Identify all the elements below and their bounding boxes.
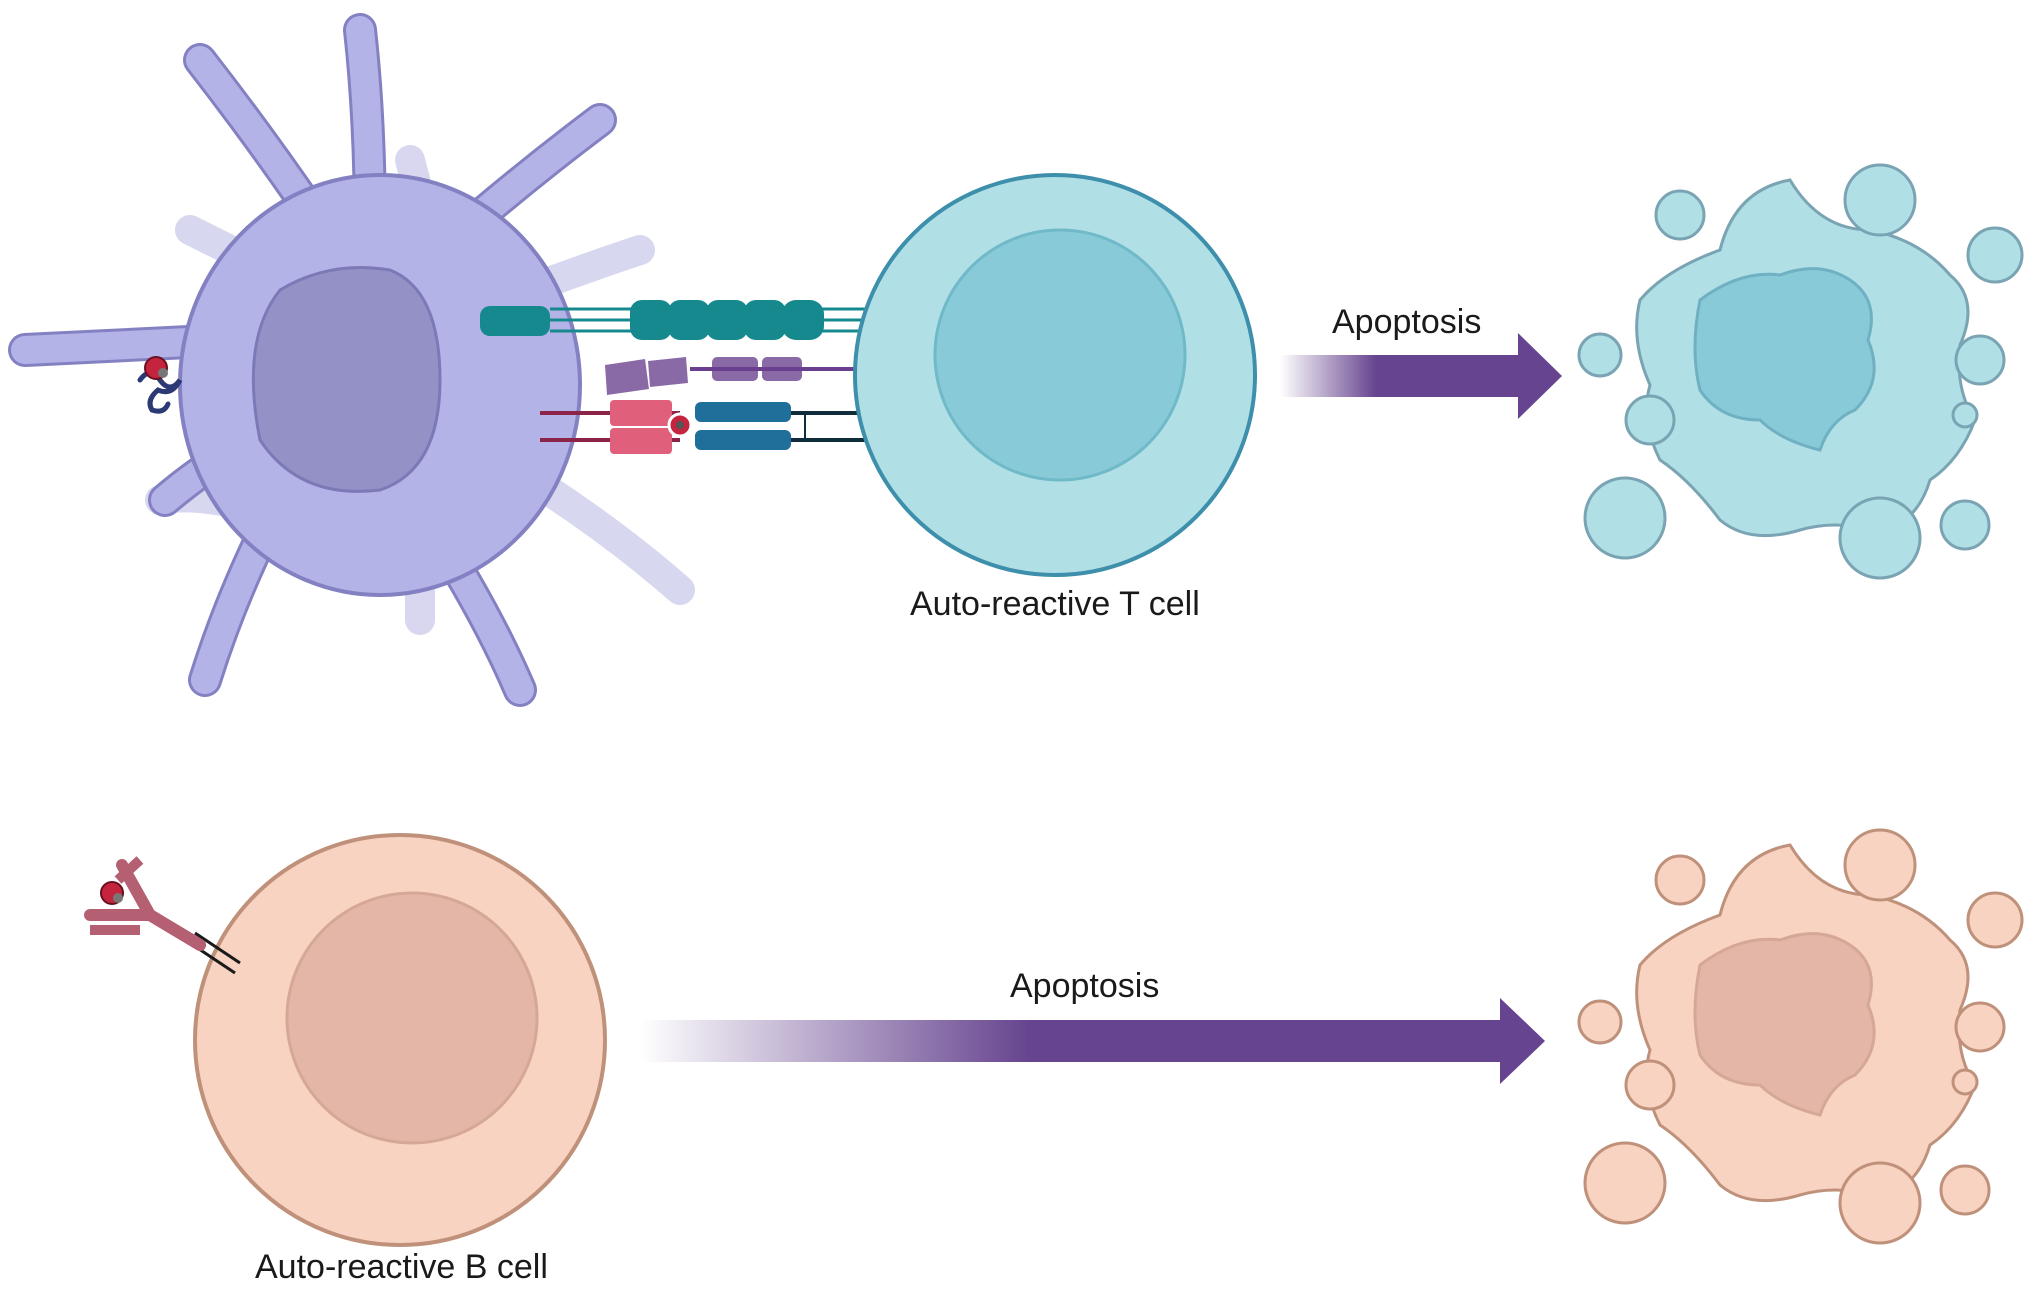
apoptosis-label-bottom: Apoptosis (1010, 967, 1160, 1005)
mhc-tcr-complex (540, 400, 880, 454)
apoptotic-b-cell-icon (1577, 828, 2024, 1245)
dendritic-nucleus (251, 266, 442, 493)
apoptotic-t-cell-icon (1577, 163, 2024, 580)
tcr-complex-purple (605, 357, 880, 395)
t-cell-nucleus (933, 228, 1187, 482)
antibody-icon (84, 856, 241, 975)
apoptosis-label-top: Apoptosis (1332, 303, 1482, 341)
antigen-icon (137, 356, 183, 414)
apoptosis-arrow-bottom (640, 998, 1545, 1084)
b-cell-icon (193, 833, 607, 1247)
dendritic-cell-icon (8, 13, 695, 707)
t-cell-label: Auto-reactive T cell (910, 585, 1200, 623)
b-cell-label: Auto-reactive B cell (255, 1248, 548, 1286)
b-cell-nucleus (285, 891, 539, 1145)
apoptosis-arrow-top (1280, 333, 1562, 419)
t-cell-icon (853, 173, 1257, 577)
tcr-complex-teal (480, 300, 900, 340)
